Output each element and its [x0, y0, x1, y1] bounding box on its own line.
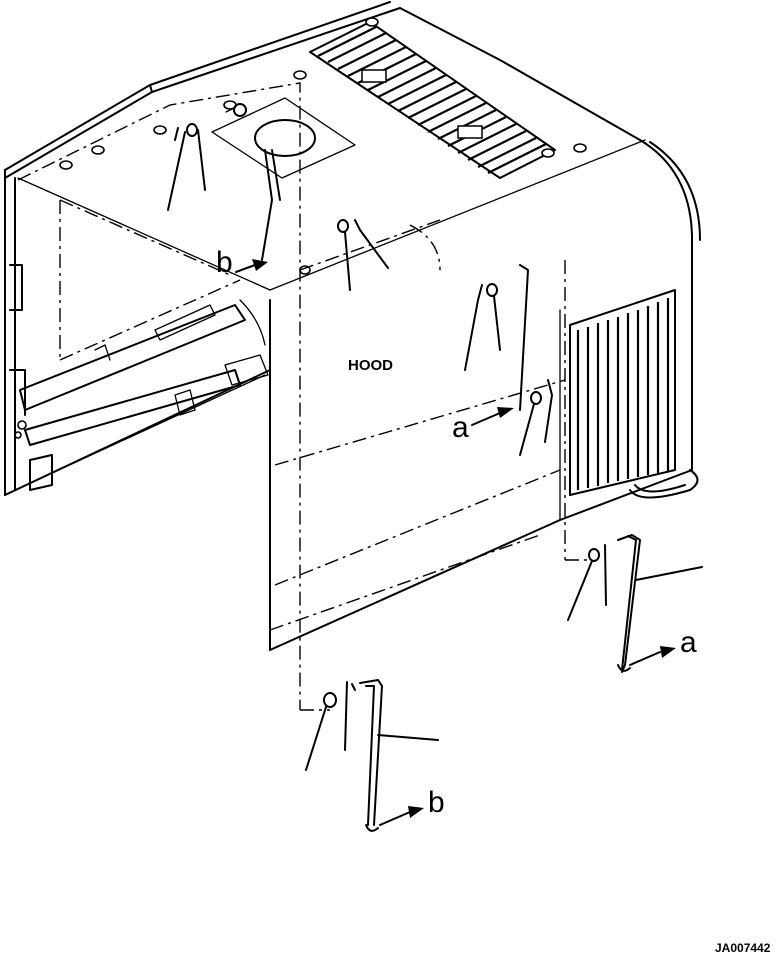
lock-pin-assembly-lower — [305, 679, 439, 832]
lock-pin-assembly-right — [567, 534, 703, 673]
hood-label: HOOD — [348, 357, 393, 374]
lock-pin-assembly-upper — [167, 103, 389, 291]
hood-body — [4, 1, 701, 651]
callout-b-bottom: b — [428, 786, 445, 819]
top-grille — [309, 21, 556, 179]
top-hatch — [211, 97, 356, 261]
callout-a-right: a — [680, 626, 697, 659]
drawing-code: JA007442 — [715, 941, 771, 955]
callout-b-top: b — [216, 246, 233, 279]
mounting-holes — [59, 17, 587, 275]
callout-a-middle: a — [452, 411, 469, 444]
left-mechanism — [9, 264, 269, 491]
lock-pin-assembly-middle — [464, 264, 553, 456]
side-grille — [569, 289, 699, 499]
hidden-lines — [17, 82, 590, 711]
callout-arrows — [235, 259, 514, 426]
